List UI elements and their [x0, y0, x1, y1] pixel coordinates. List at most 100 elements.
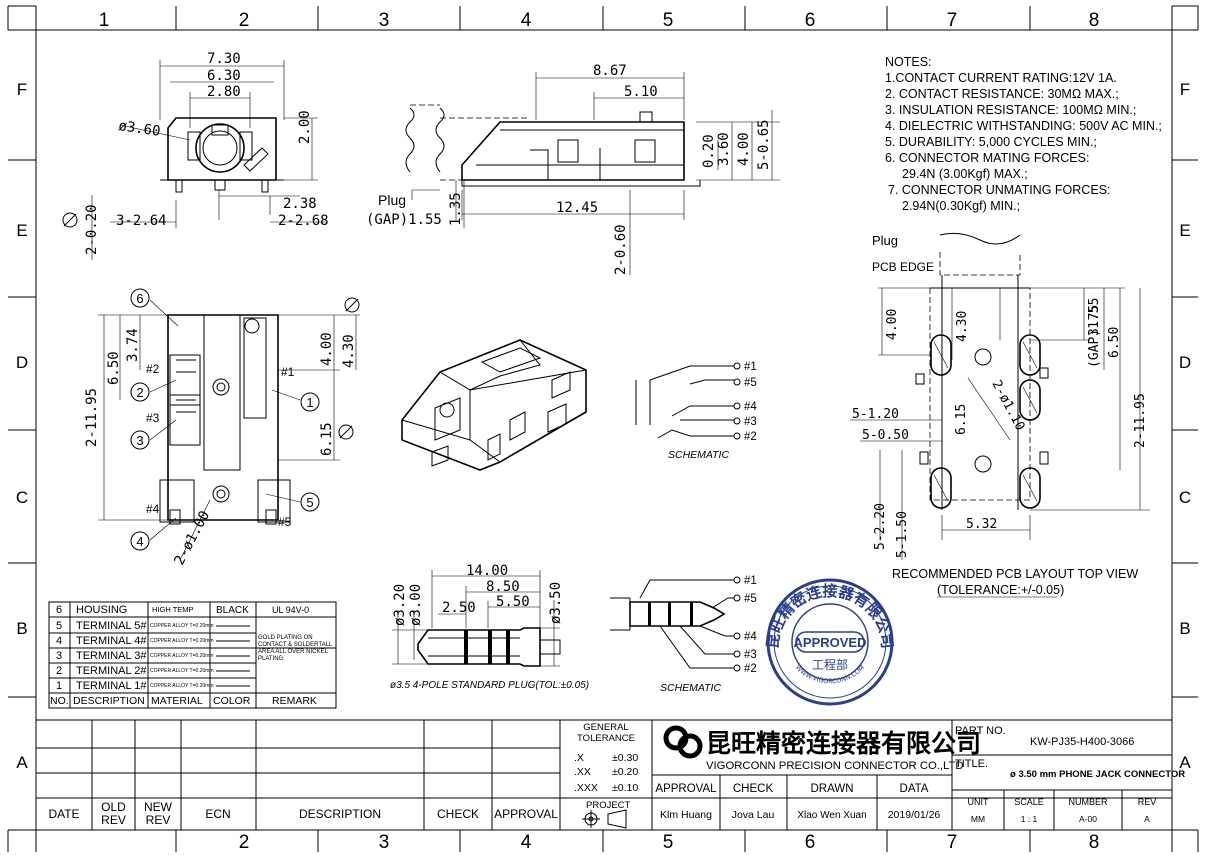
- title-label: TITLE.: [955, 758, 988, 770]
- pin-label: #4: [146, 502, 160, 516]
- scale-value: 1 : 1: [1021, 814, 1038, 824]
- rev-value: A: [1144, 814, 1150, 824]
- scale-label: SCALE: [1014, 797, 1044, 807]
- col-label: 4: [521, 832, 532, 853]
- balloon: [300, 492, 320, 512]
- bom-header-desc: DESCRIPTION: [73, 695, 145, 707]
- surface-finish-icon: [338, 297, 360, 440]
- rev-header-old: OLD REV: [101, 800, 126, 827]
- bom-desc: HOUSING: [76, 604, 127, 616]
- balloon-label: 4: [136, 534, 143, 549]
- bom-mat: COPPER ALLOY T=0.20mm: [150, 668, 214, 674]
- col-label: 3: [379, 832, 390, 853]
- note-line: 29.4N (3.00Kgf) MAX.;: [902, 167, 1028, 181]
- tol-val: ±0.30: [612, 752, 638, 764]
- balloon: [130, 382, 150, 402]
- revision-headers: DATE OLD REV NEW REV ECN DESCRIPTION CHE…: [48, 800, 558, 827]
- col-label: 3: [379, 10, 390, 31]
- sheet-frame: [7, 5, 1199, 852]
- dim-5-2-20: 5-2.20: [873, 503, 888, 550]
- part-title: ø 3.50 mm PHONE JACK CONNECTOR: [1010, 769, 1185, 780]
- plug-caption: ø3.5 4-POLE STANDARD PLUG(TOL:±0.05): [390, 680, 589, 691]
- dim-7-30: 7.30: [207, 51, 241, 67]
- col-label: 7: [947, 10, 958, 31]
- row-label: B: [16, 619, 27, 638]
- dim-6-50: 6.50: [106, 351, 122, 385]
- col-label: 8: [1089, 10, 1100, 31]
- number-value: A-00: [1079, 814, 1097, 824]
- column-labels-top: 1 2 3 4 5 6 7 8: [99, 10, 1100, 31]
- dim-12-45: 12.45: [556, 200, 598, 216]
- bom-desc: TERMINAL 3#: [76, 650, 147, 662]
- bom-desc: TERMINAL 4#: [76, 635, 147, 647]
- notes: NOTES: 1.CONTACT CURRENT RATING:12V 1A. …: [885, 55, 1162, 213]
- row-label: F: [1180, 80, 1190, 99]
- tolerance-block: GENERAL TOLERANCE .X ±0.30 .XX ±0.20 .XX…: [574, 722, 638, 811]
- rev-header-description: DESCRIPTION: [299, 807, 381, 821]
- check-label: CHECK: [733, 783, 774, 795]
- front-view: [91, 60, 326, 260]
- number-label: NUMBER: [1068, 797, 1108, 807]
- dim-2-00: 2.00: [297, 110, 313, 144]
- bom-table-text: 6 HOUSING HIGH TEMP BLACK UL 94V-0 5 TER…: [50, 604, 333, 707]
- bom-no: 2: [56, 665, 62, 677]
- dim-4-30: 4.30: [341, 334, 357, 368]
- column-labels-bottom: 2 3 4 5 6 7 8: [239, 832, 1100, 853]
- bom-mat: COPPER ALLOY T=0.20mm: [150, 653, 214, 659]
- pcb-tolerance: (TOLERANCE:+/-0.05): [937, 583, 1064, 597]
- dim-0-20: 0.20: [701, 134, 717, 168]
- pcb-edge-label: PCB EDGE: [872, 260, 934, 274]
- bom-mat: COPPER ALLOY T=0.20mm: [150, 623, 214, 629]
- dim-gap-1-55: (GAP)1.55: [1087, 298, 1102, 368]
- col-label: 8: [1089, 832, 1100, 853]
- col-label: 7: [947, 832, 958, 853]
- unit-label: UNIT: [968, 797, 989, 807]
- part-no-label: PART NO.: [955, 725, 1006, 737]
- surface-finish-icon: [62, 212, 78, 228]
- dim-14-00: 14.00: [466, 563, 508, 579]
- bom-desc: TERMINAL 2#: [76, 665, 147, 677]
- bom-header-no: NO.: [50, 695, 69, 707]
- tol-key: .XXX: [574, 782, 598, 794]
- top-view-dims: 2-11.95 6.50 3.74 4.00 4.30 6.15 2-ø1.00: [84, 328, 357, 568]
- dim-3-75: 3.75: [1087, 305, 1102, 336]
- dim-dia-3-00: ø3.00: [408, 584, 424, 626]
- bom-color: BLACK: [216, 605, 249, 616]
- dim-3-60: 3.60: [716, 132, 732, 166]
- dim-5-32: 5.32: [966, 517, 997, 532]
- col-label: 2: [239, 832, 250, 853]
- schematic-pin: #5: [744, 593, 757, 605]
- col-label: 2: [239, 10, 250, 31]
- pcb-caption: RECOMMENDED PCB LAYOUT TOP VIEW: [892, 567, 1138, 581]
- dim-2-dia-1-00: 2-ø1.00: [171, 508, 213, 568]
- bom-remark-gold: GOLD PLATING ON CONTACT & SOLDERTALL ARE…: [258, 635, 333, 662]
- company-logo: [663, 725, 703, 759]
- dim-1-35: 1.35: [448, 192, 464, 226]
- balloon: [130, 288, 150, 308]
- row-label: D: [16, 353, 28, 372]
- schematic-2-labels: #1 #5 #4 #3 #2 SCHEMATIC: [660, 575, 757, 694]
- project-label: PROJECT: [586, 800, 631, 811]
- schematic-pin: #1: [744, 361, 757, 373]
- top-view-pins: #1 #2 #3 #4 #5: [146, 362, 295, 529]
- schematic-pin: #2: [744, 431, 757, 443]
- balloon: [130, 430, 150, 450]
- rev-header-date: DATE: [48, 807, 79, 821]
- plug-drawing: [392, 570, 561, 667]
- bom-remark: UL 94V-0: [272, 605, 309, 615]
- row-label: E: [1179, 221, 1190, 240]
- part-no: KW-PJ35-H400-3066: [1030, 736, 1134, 748]
- plug-drawing-dims: 14.00 8.50 5.50 2.50 ø3.20 ø3.00 ø3.50 ø…: [390, 563, 589, 691]
- note-line: 2. CONTACT RESISTANCE: 30MΩ MAX.;: [885, 87, 1119, 101]
- company-name: 昆旺精密连接器有限公司 VIGORCONN PRECISION CONNECTO…: [706, 729, 981, 772]
- side-plug-label: Plug: [378, 192, 406, 208]
- dim-dia-3-60: ø3.60: [117, 118, 161, 140]
- pin-label: #1: [281, 365, 295, 379]
- schematic-pin: #4: [744, 401, 757, 413]
- col-label: 4: [521, 10, 532, 31]
- isometric-view: [401, 339, 587, 471]
- dim-2-38: 2.38: [283, 196, 317, 212]
- dim-3-74: 3.74: [125, 328, 141, 362]
- tol-key: .X: [574, 752, 584, 764]
- dim-2-80: 2.80: [207, 84, 241, 100]
